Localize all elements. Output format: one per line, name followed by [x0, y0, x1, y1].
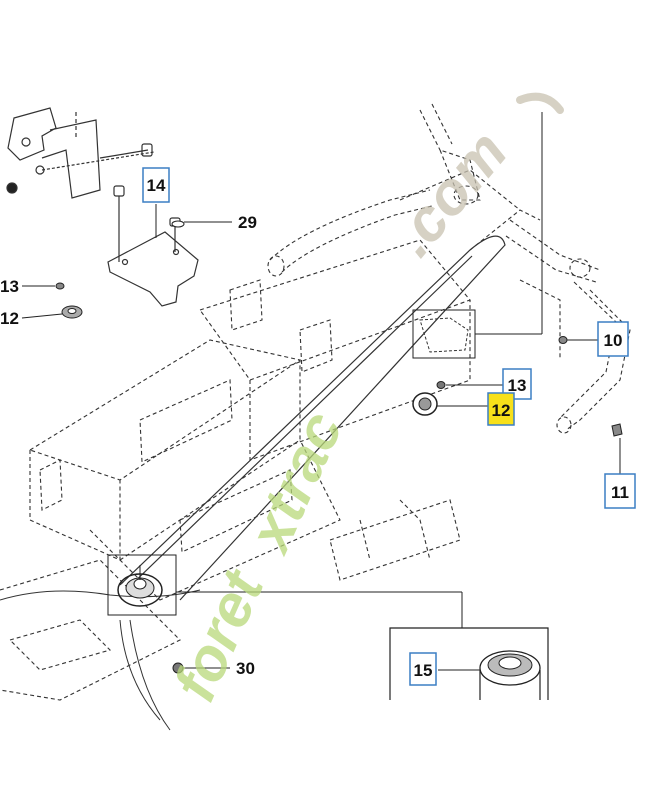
callout-15: 15 — [414, 661, 433, 680]
callout-13-right: 13 — [508, 376, 527, 395]
callout-12-right: 12 — [492, 401, 511, 420]
mounting-plate — [107, 185, 199, 307]
drive-belt — [119, 235, 506, 601]
brake-bracket — [6, 107, 155, 199]
callout-labels: 14 29 13 12 10 13 12 11 30 15 — [0, 167, 636, 686]
watermark-text-a: foret — [161, 558, 278, 710]
main-frame — [0, 239, 471, 701]
callout-30: 30 — [236, 659, 255, 678]
callout-10: 10 — [604, 331, 623, 350]
pulley-assembly — [107, 554, 177, 616]
callout-box-10 — [597, 321, 629, 357]
callout-11: 11 — [611, 483, 629, 502]
callout-box-14 — [142, 167, 170, 203]
detail-inset-15 — [389, 627, 549, 700]
watermark-leaf — [516, 92, 564, 114]
callout-14: 14 — [147, 176, 166, 195]
small-parts — [55, 220, 623, 674]
control-cable — [0, 589, 201, 731]
handlebar-tubes — [267, 103, 631, 434]
callout-box-15 — [409, 652, 437, 686]
leader-lines — [21, 204, 621, 669]
callout-29: 29 — [238, 213, 257, 232]
callout-box-11 — [604, 473, 636, 509]
callout-12-left: 12 — [0, 309, 19, 328]
callout-13-left: 13 — [0, 277, 19, 296]
watermark-text-b: xtrac — [234, 402, 355, 563]
detail-box — [412, 112, 543, 359]
callout-box-12-right-highlight — [487, 392, 515, 426]
